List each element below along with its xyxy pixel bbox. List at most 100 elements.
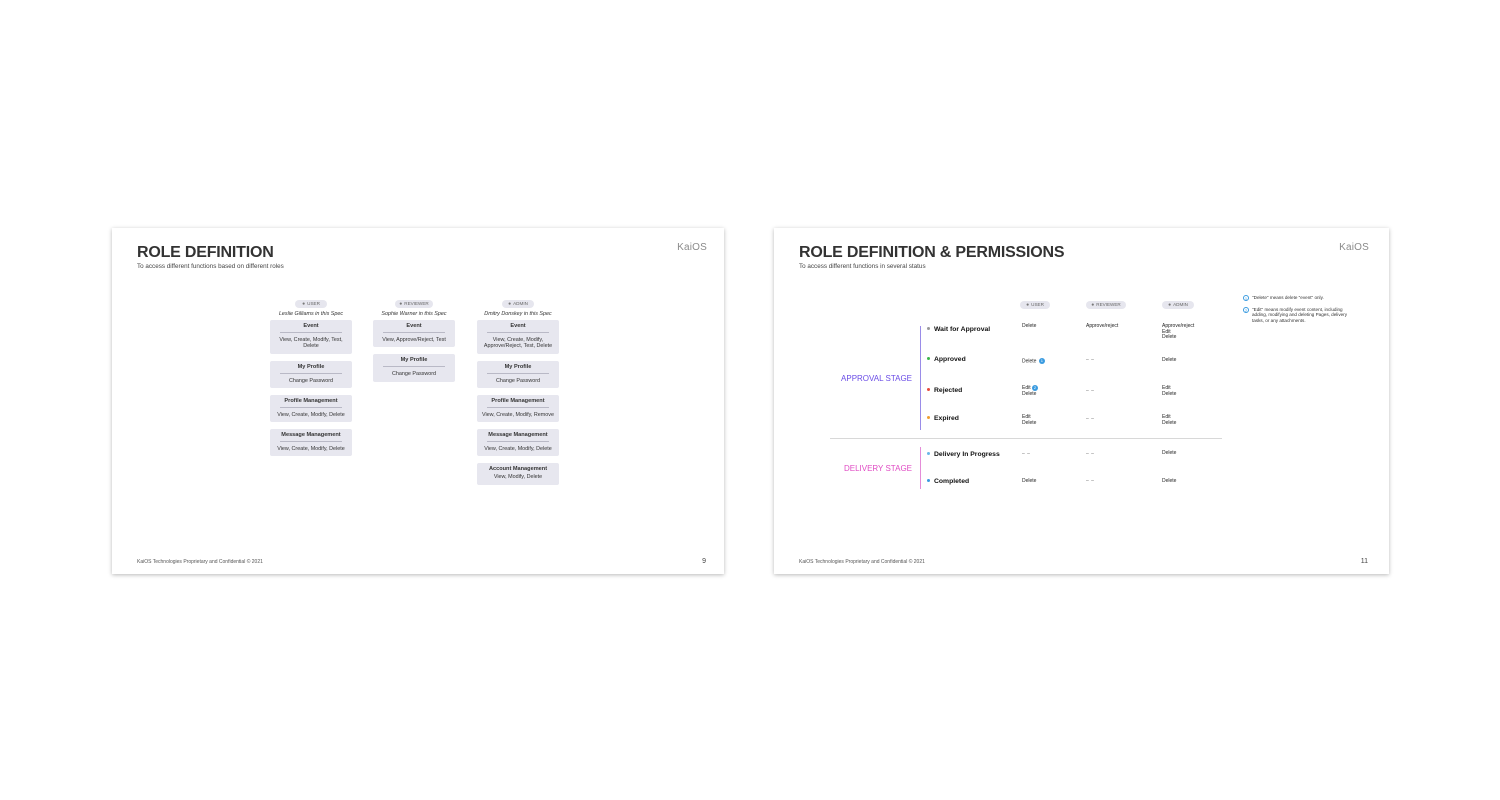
- reviewer-permission: – –: [1086, 357, 1095, 363]
- slide-footer: KaiOS Technologies Proprietary and Confi…: [137, 559, 263, 565]
- card-desc: View, Create, Modify, Approve/Reject, Te…: [483, 337, 553, 350]
- role-column-reviewer: ●REVIEWER Sophie Warner in this Spec Eve…: [373, 300, 455, 382]
- user-icon: ●: [302, 301, 306, 307]
- card-title: Event: [280, 323, 342, 333]
- status-completed: Completed: [927, 478, 969, 485]
- note-badge-icon[interactable]: 2: [1032, 385, 1038, 391]
- admin-icon: ●: [508, 301, 512, 307]
- kaios-logo: KaiOS: [1339, 242, 1369, 253]
- card-title: Message Management: [487, 432, 549, 443]
- card-desc: View, Create, Modify, Remove: [481, 411, 554, 418]
- user-permission: Delete 1: [1022, 358, 1045, 365]
- admin-permission: Edit Delete: [1162, 414, 1177, 426]
- card-title: Profile Management: [280, 398, 342, 408]
- status-delivery-in-progress: Delivery In Progress: [927, 451, 1000, 458]
- status-dot: [927, 451, 930, 455]
- slide-title: ROLE DEFINITION: [137, 244, 274, 261]
- delivery-stage-bar: [920, 447, 921, 489]
- note-badge-icon[interactable]: 1: [1038, 358, 1045, 364]
- role-column-user: ●USER Leslie Gilliams in this Spec Event…: [270, 300, 352, 457]
- slide-role-permissions: ROLE DEFINITION & PERMISSIONS To access …: [774, 228, 1389, 574]
- slide-subtitle: To access different functions in several…: [799, 263, 926, 270]
- admin-icon: ●: [1168, 302, 1172, 308]
- slide-role-definition: ROLE DEFINITION To access different func…: [112, 228, 724, 574]
- role-pill: ●ADMIN: [502, 300, 534, 308]
- status-wait-for-approval: Wait for Approval: [927, 326, 990, 333]
- info-icon: 2: [1243, 307, 1249, 313]
- slide-footer: KaiOS Technologies Proprietary and Confi…: [799, 559, 925, 565]
- reviewer-permission: – –: [1086, 451, 1095, 457]
- role-pill: ●REVIEWER: [395, 300, 433, 308]
- column-header-admin: ●ADMIN: [1162, 301, 1194, 309]
- status-dot: [927, 415, 930, 419]
- admin-permission: Delete: [1162, 450, 1177, 456]
- status-dot: [927, 326, 930, 330]
- status-dot: [927, 478, 930, 482]
- reviewer-permission: – –: [1086, 478, 1095, 484]
- card-title: Profile Management: [487, 398, 549, 408]
- card-desc: View, Create, Modify, Test, Delete: [279, 337, 343, 350]
- page-number: 11: [1360, 558, 1368, 565]
- card-desc: Change Password: [495, 377, 541, 384]
- user-icon: ●: [399, 301, 403, 307]
- status-dot: [927, 387, 930, 391]
- role-person: Dmitry Donskey in this Spec: [484, 311, 552, 317]
- role-person: Leslie Gilliams in this Spec: [278, 311, 344, 317]
- role-pill: ●USER: [295, 300, 327, 308]
- user-permission: Delete: [1022, 478, 1037, 484]
- admin-permission: Approve/reject Edit Delete: [1162, 323, 1195, 341]
- slide-title: ROLE DEFINITION & PERMISSIONS: [799, 244, 1065, 261]
- page-number: 9: [702, 558, 706, 565]
- card-title: Message Management: [280, 432, 342, 443]
- user-icon: ●: [1026, 302, 1030, 308]
- card-title: Event: [383, 323, 445, 333]
- admin-permission: Edit Delete: [1162, 385, 1177, 397]
- column-header-reviewer: ●REVIEWER: [1086, 301, 1126, 309]
- card-desc: Change Password: [288, 377, 334, 384]
- card-desc: View, Create, Modify, Delete: [277, 411, 345, 418]
- footnote-1: 1"Delete" means delete "event" only.: [1243, 295, 1324, 301]
- status-dot: [927, 356, 930, 360]
- user-permission: – –: [1022, 451, 1031, 457]
- status-expired: Expired: [927, 415, 959, 422]
- reviewer-permission: Approve/reject: [1086, 323, 1119, 329]
- user-permission: Edit Delete: [1022, 414, 1037, 426]
- card-desc: View, Create, Modify, Delete: [277, 446, 345, 453]
- reviewer-permission: – –: [1086, 416, 1095, 422]
- user-permission: Delete: [1022, 323, 1037, 329]
- delivery-stage-label: DELIVERY STAGE: [843, 464, 912, 473]
- card-desc: View, Create, Modify, Delete: [484, 446, 552, 453]
- status-rejected: Rejected: [927, 387, 962, 394]
- card-title: My Profile: [487, 364, 549, 374]
- card-title: My Profile: [280, 364, 342, 374]
- role-column-admin: ●ADMIN Dmitry Donskey in this Spec Event…: [477, 300, 559, 485]
- footnote-2: 2"Edit" means modify event content, incl…: [1243, 307, 1347, 323]
- card-title: Event: [487, 323, 549, 333]
- role-person: Sophie Warner in this Spec: [381, 311, 447, 317]
- card-desc: View, Approve/Reject, Test: [382, 337, 446, 343]
- kaios-logo: KaiOS: [677, 242, 707, 253]
- admin-permission: Delete: [1162, 357, 1177, 363]
- approval-stage-bar: [920, 326, 921, 430]
- card-title: Account Management: [488, 466, 548, 473]
- card-title: My Profile: [383, 357, 445, 368]
- card-desc: View, Modify, Delete: [493, 474, 543, 481]
- slide-subtitle: To access different functions based on d…: [137, 263, 284, 270]
- info-icon: 1: [1243, 295, 1249, 301]
- status-approved: Approved: [927, 356, 966, 363]
- card-desc: Change Password: [391, 371, 437, 378]
- stage-divider: [830, 438, 1222, 439]
- approval-stage-label: APPROVAL STAGE: [841, 374, 912, 383]
